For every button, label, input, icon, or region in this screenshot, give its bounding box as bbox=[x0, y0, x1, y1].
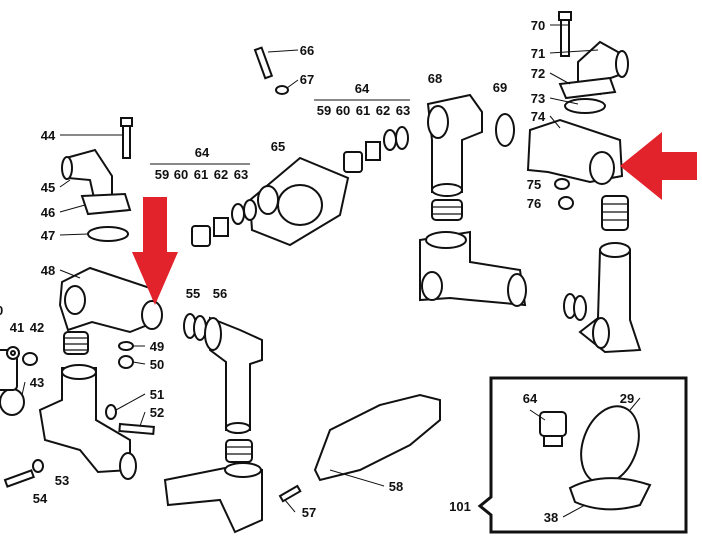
bolt-54 bbox=[3, 469, 35, 488]
label-49: 49 bbox=[150, 339, 164, 354]
bolt-52 bbox=[118, 422, 155, 436]
tee-68 bbox=[426, 93, 483, 197]
label-50: 50 bbox=[150, 357, 164, 372]
label-41: 41 bbox=[10, 320, 24, 335]
label-65: 65 bbox=[271, 139, 285, 154]
label-45: 45 bbox=[41, 180, 55, 195]
inset-box-101 bbox=[477, 376, 688, 534]
label-73: 73 bbox=[531, 91, 545, 106]
label-63: 63 bbox=[396, 103, 410, 118]
spring-lower bbox=[225, 439, 253, 463]
bolt-66 bbox=[253, 46, 274, 80]
label-60: 60 bbox=[174, 167, 188, 182]
bolt-57 bbox=[278, 484, 302, 503]
bolt-44 bbox=[120, 117, 133, 159]
label-71: 71 bbox=[531, 46, 545, 61]
body-74 bbox=[526, 118, 624, 185]
elbow-45 bbox=[61, 148, 113, 200]
label-52: 52 bbox=[150, 405, 164, 420]
nut-50 bbox=[118, 355, 134, 369]
label-62: 62 bbox=[376, 103, 390, 118]
label-55: 55 bbox=[186, 286, 200, 301]
flange-72 bbox=[558, 76, 617, 100]
bolt-70 bbox=[558, 11, 572, 57]
label-70: 70 bbox=[531, 18, 545, 33]
tee-lower-right bbox=[419, 230, 527, 307]
nut-42 bbox=[22, 352, 38, 366]
label-53: 53 bbox=[55, 473, 69, 488]
label-54: 54 bbox=[33, 491, 48, 506]
label-43: 43 bbox=[30, 375, 44, 390]
label-60: 60 bbox=[336, 103, 350, 118]
nut-76 bbox=[558, 196, 574, 210]
label-61: 61 bbox=[194, 167, 208, 182]
nut-75 bbox=[554, 178, 570, 190]
label-63: 63 bbox=[234, 167, 248, 182]
label-72: 72 bbox=[531, 66, 545, 81]
label-61: 61 bbox=[356, 103, 370, 118]
oring-43 bbox=[0, 388, 25, 416]
label-74: 74 bbox=[531, 109, 546, 124]
label-58: 58 bbox=[389, 479, 403, 494]
label-42: 42 bbox=[30, 320, 44, 335]
label-59: 59 bbox=[317, 103, 331, 118]
label-69: 69 bbox=[493, 80, 507, 95]
pipe-right bbox=[578, 242, 642, 354]
label-64-inset: 64 bbox=[523, 391, 538, 406]
label-57: 57 bbox=[302, 505, 316, 520]
label-66: 66 bbox=[300, 43, 314, 58]
elbow-pipe-56 bbox=[204, 316, 263, 434]
valve-64-inset bbox=[539, 411, 567, 447]
label-76: 76 bbox=[527, 196, 541, 211]
orings-55 bbox=[183, 313, 207, 341]
label-62: 62 bbox=[214, 167, 228, 182]
flange-46 bbox=[80, 192, 132, 216]
label-48: 48 bbox=[41, 263, 55, 278]
spring-oring-stack bbox=[63, 331, 89, 355]
red-arrow-left bbox=[620, 132, 697, 200]
oring-73 bbox=[564, 98, 606, 114]
washer-67 bbox=[275, 85, 289, 95]
label-75: 75 bbox=[527, 177, 541, 192]
tee-bottom bbox=[163, 462, 263, 534]
orings-right bbox=[563, 293, 587, 321]
oring-69 bbox=[495, 113, 515, 147]
cup-38 bbox=[568, 477, 652, 511]
label-40: 40 bbox=[0, 303, 3, 318]
tee-body-lower-left bbox=[38, 364, 137, 480]
manifold-48 bbox=[58, 266, 163, 334]
label-67: 67 bbox=[300, 72, 314, 87]
label-68: 68 bbox=[428, 71, 442, 86]
label-51: 51 bbox=[150, 387, 164, 402]
leader-lines bbox=[21, 24, 641, 518]
washer-51 bbox=[105, 404, 117, 420]
label-59: 59 bbox=[155, 167, 169, 182]
clip-58 bbox=[313, 393, 441, 482]
washer-53 bbox=[32, 459, 44, 473]
label-38: 38 bbox=[544, 510, 558, 525]
washer-49 bbox=[118, 341, 134, 351]
label-56: 56 bbox=[213, 286, 227, 301]
oring-47 bbox=[87, 226, 129, 242]
label-64: 64 bbox=[355, 81, 370, 96]
valve-64-right bbox=[343, 126, 409, 173]
label-47: 47 bbox=[41, 228, 55, 243]
label-64: 64 bbox=[195, 145, 210, 160]
gasket-40 bbox=[0, 349, 18, 391]
red-arrow-down bbox=[132, 197, 178, 305]
valve-cover-65 bbox=[248, 156, 350, 247]
label-101: 101 bbox=[449, 499, 471, 514]
spring-right bbox=[601, 195, 629, 231]
washer-41 bbox=[6, 346, 20, 360]
spring-mid bbox=[431, 199, 463, 221]
label-46: 46 bbox=[41, 205, 55, 220]
label-29: 29 bbox=[620, 391, 634, 406]
label-44: 44 bbox=[41, 128, 56, 143]
valve-64-left bbox=[191, 199, 257, 247]
